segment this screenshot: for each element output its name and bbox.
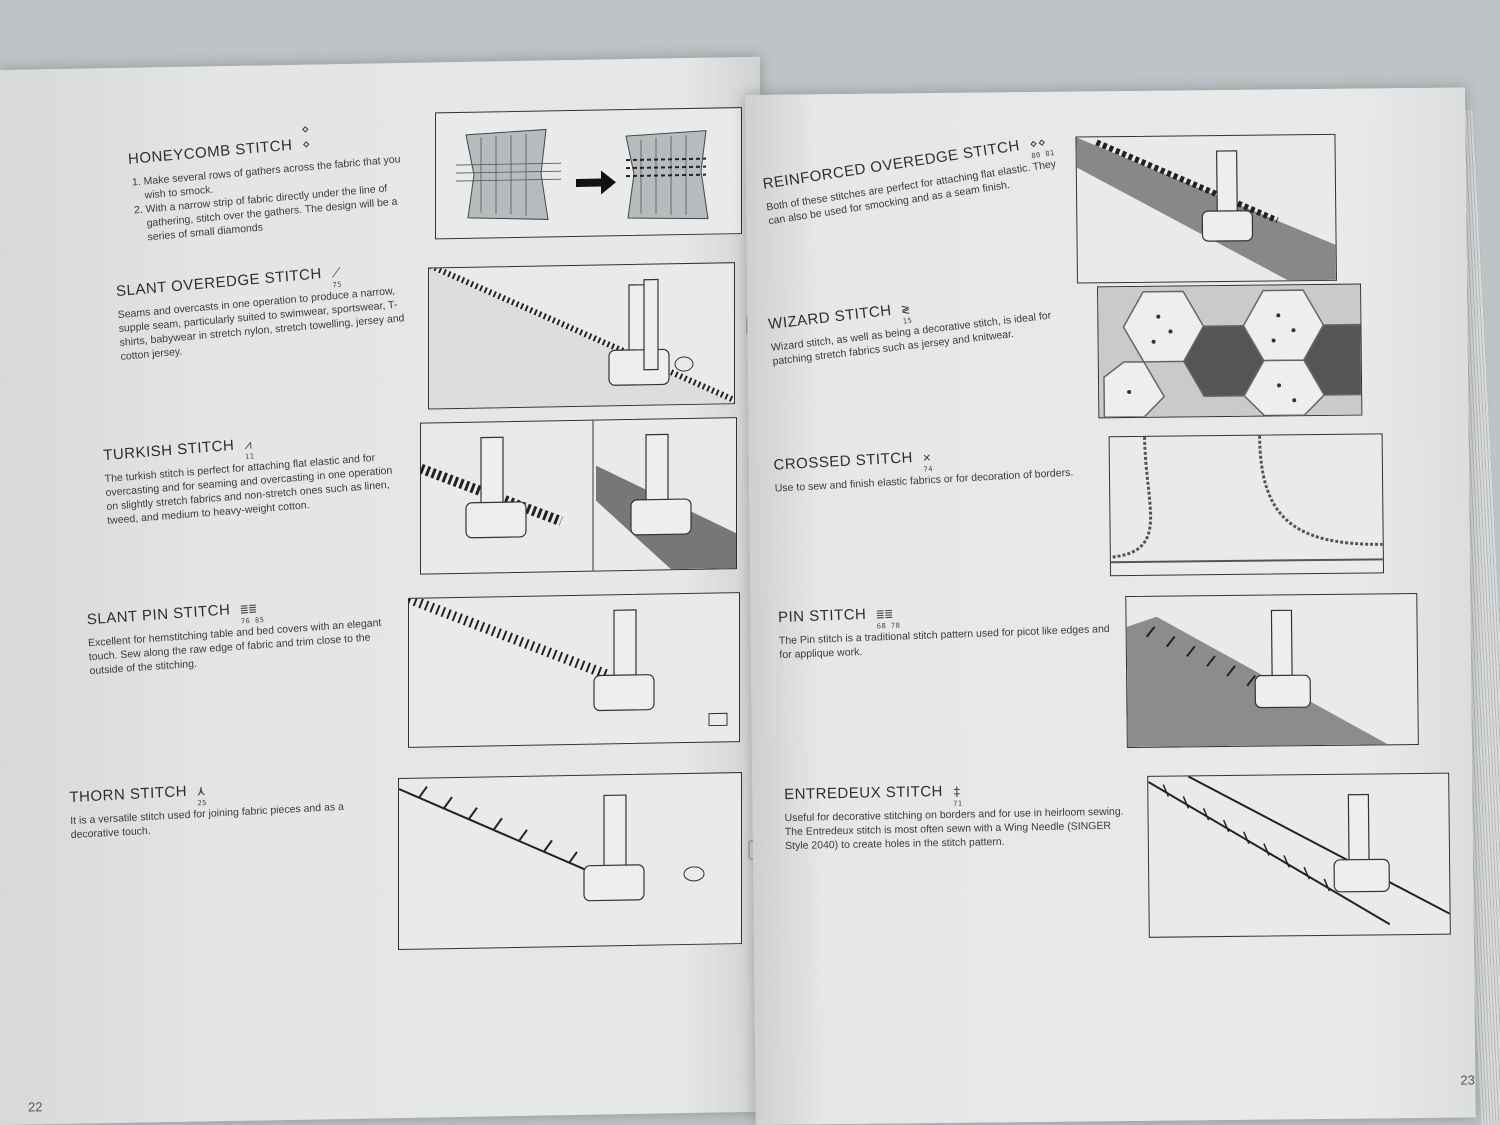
pin-text: The Pin stitch is a traditional stitch p… xyxy=(778,622,1110,662)
slant-pin-section: SLANT PIN STITCH≣≣76 85 Excellent for he… xyxy=(86,590,389,678)
crossed-symbol-icon: ✕74 xyxy=(922,450,934,474)
honeycomb-section: HONEYCOMB STITCH⋄⋄ Make several rows of … xyxy=(127,113,424,246)
reinforced-overedge-illustration xyxy=(1075,133,1337,284)
slant-overedge-symbol-icon: ⟋75 xyxy=(331,265,343,290)
turkish-illustration xyxy=(420,417,737,575)
wizard-section: WIZARD STITCH≷15 Wizard stitch, as well … xyxy=(767,280,1081,368)
left-page: HONEYCOMB STITCH⋄⋄ Make several rows of … xyxy=(0,56,760,1125)
entredeux-text: Useful for decorative stitching on borde… xyxy=(784,805,1124,853)
honeycomb-illustration xyxy=(435,107,742,240)
slant-overedge-illustration xyxy=(428,262,735,410)
wizard-symbol-icon: ≷15 xyxy=(900,301,913,326)
crossed-section: CROSSED STITCH✕74 Use to sew and finish … xyxy=(773,439,1095,495)
wizard-illustration xyxy=(1097,283,1363,419)
turkish-symbol-icon: ⩘11 xyxy=(243,437,255,462)
thorn-section: THORN STITCH⋏25 It is a versatile stitch… xyxy=(69,773,376,842)
thorn-illustration xyxy=(398,772,742,951)
right-page: REINFORCED OVEREDGE STITCH⋄⋄80 81 Both o… xyxy=(745,87,1476,1125)
right-page-number: 23 xyxy=(1460,1072,1475,1088)
crossed-illustration xyxy=(1108,433,1385,577)
turkish-text: The turkish stitch is perfect for attach… xyxy=(104,451,393,527)
thorn-text: It is a versatile stitch used for joinin… xyxy=(70,800,345,842)
pin-symbol-icon: ≣≣68 78 xyxy=(876,606,901,631)
slant-pin-illustration xyxy=(408,592,740,748)
reinforced-overedge-symbol-icon: ⋄⋄80 81 xyxy=(1028,135,1056,161)
entredeux-section: ENTREDEUX STITCH‡71 Useful for decorativ… xyxy=(784,780,1125,854)
thorn-symbol-icon: ⋏25 xyxy=(196,784,208,808)
left-page-number: 22 xyxy=(28,1099,43,1115)
honeycomb-stitch-symbol-icon: ⋄⋄ xyxy=(300,122,312,153)
pin-title: PIN STITCH≣≣68 78 xyxy=(777,605,901,631)
entredeux-illustration xyxy=(1147,772,1451,938)
honeycomb-text: Make several rows of gathers across the … xyxy=(129,151,423,246)
reinforced-overedge-section: REINFORCED OVEREDGE STITCH⋄⋄80 81 Both o… xyxy=(762,131,1067,228)
entredeux-title: ENTREDEUX STITCH‡71 xyxy=(783,783,963,808)
pin-section: PIN STITCH≣≣68 78 The Pin stitch is a tr… xyxy=(778,597,1115,662)
slant-pin-symbol-icon: ≣≣76 85 xyxy=(239,601,265,626)
slant-overedge-section: SLANT OVEREDGE STITCH⟋75 Seams and overc… xyxy=(116,258,411,364)
turkish-section: TURKISH STITCH⩘11 The turkish stitch is … xyxy=(103,424,399,528)
entredeux-symbol-icon: ‡71 xyxy=(952,784,963,808)
pin-illustration xyxy=(1125,592,1419,749)
